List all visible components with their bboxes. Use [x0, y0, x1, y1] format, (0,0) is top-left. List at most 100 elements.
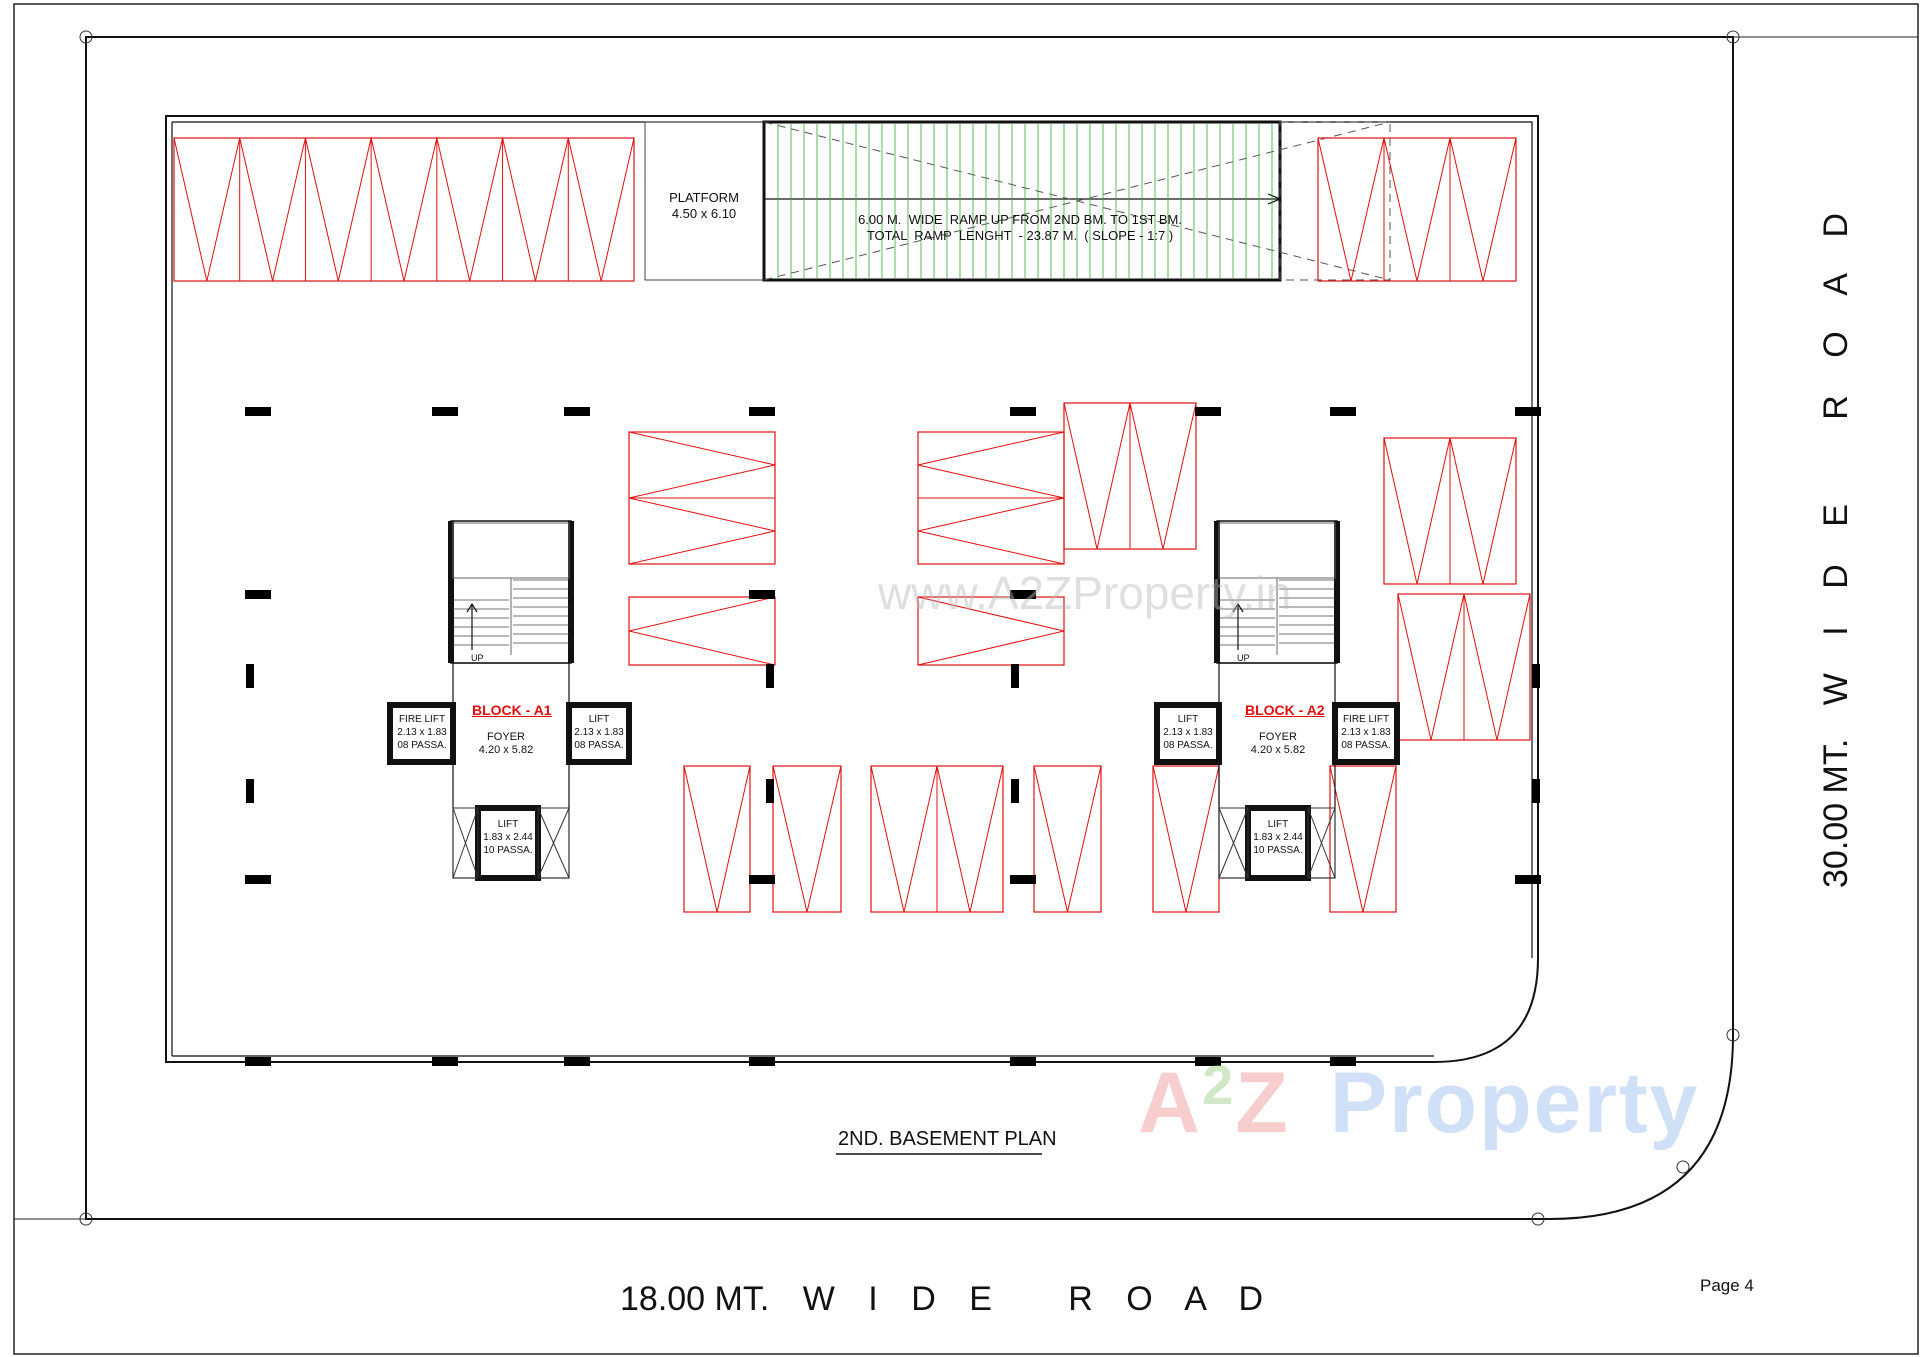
- fire-lift-name: FIRE LIFT: [398, 714, 446, 725]
- column: [1195, 407, 1221, 416]
- block-a2-stair-up: UP: [1237, 653, 1250, 663]
- structural-columns: [245, 407, 1541, 1066]
- survey-point: [1726, 30, 1740, 44]
- parking-bay-mark: [1329, 765, 1397, 913]
- parking-bay-group: [1033, 765, 1102, 913]
- parking-bay-group: [628, 596, 776, 666]
- column: [749, 590, 775, 599]
- lift-name: LIFT: [588, 714, 610, 725]
- lift-capacity: 10 PASSA.: [1253, 845, 1303, 856]
- bottom-road-width: 18.00 MT.: [620, 1280, 770, 1318]
- parking-bay-group: [772, 765, 842, 913]
- parking-bay-mark: [436, 137, 504, 282]
- block-a1-lift-bottom: LIFT 1.83 x 2.44 10 PASSA.: [481, 818, 535, 857]
- block-a1-core: [387, 520, 632, 881]
- parking-bay-mark: [567, 137, 635, 282]
- column: [432, 1057, 458, 1066]
- platform-name: PLATFORM: [669, 190, 739, 205]
- block-a1-foyer: FOYER 4.20 x 5.82: [466, 731, 546, 757]
- parking-bay-mark: [239, 137, 306, 282]
- basement-inner-wall: [172, 121, 1533, 958]
- lift-name: LIFT: [1177, 714, 1199, 725]
- foyer-size: 4.20 x 5.82: [478, 744, 534, 756]
- lift-size: 1.83 x 2.44: [1253, 832, 1303, 843]
- parking-bay-mark: [304, 137, 372, 282]
- parking-bay-mark: [173, 137, 241, 282]
- column: [245, 875, 271, 884]
- parking-bay-mark: [917, 497, 1065, 565]
- parking-bay-mark: [683, 765, 751, 913]
- plot-boundary: [85, 36, 1734, 1220]
- parking-bay-mark: [936, 765, 1004, 913]
- page-number: Page 4: [1700, 1276, 1754, 1295]
- parking-bay-group: [1317, 137, 1517, 282]
- column: [1330, 407, 1356, 416]
- column: [432, 407, 458, 416]
- right-road-width: 30.00 MT.: [1817, 738, 1855, 888]
- column: [749, 875, 775, 884]
- parking-bay-mark: [628, 431, 776, 499]
- block-a2-fire-lift: FIRE LIFT 2.13 x 1.83 08 PASSA.: [1338, 713, 1394, 752]
- parking-bay-mark: [1463, 593, 1531, 741]
- parking-bay-mark: [1152, 765, 1220, 913]
- column: [246, 779, 254, 803]
- parking-bay-mark: [1033, 765, 1102, 913]
- fire-lift-size: 2.13 x 1.83: [397, 727, 447, 738]
- parking-bay-mark: [1063, 402, 1131, 550]
- column: [1515, 875, 1541, 884]
- column: [245, 590, 271, 599]
- survey-point: [1531, 1212, 1545, 1226]
- column: [1010, 1057, 1036, 1066]
- block-a1-fire-lift: FIRE LIFT 2.13 x 1.83 08 PASSA.: [394, 713, 450, 752]
- parking-bay-group: [1152, 765, 1220, 913]
- survey-point: [1676, 1160, 1690, 1174]
- sheet-border: [13, 3, 1919, 1355]
- parking-bay-mark: [628, 596, 776, 666]
- bottom-road-words: W I D E R O A D: [802, 1280, 1276, 1318]
- column: [1532, 664, 1540, 688]
- logo-word: Property: [1329, 1055, 1700, 1151]
- lift-capacity: 08 PASSA.: [574, 740, 624, 751]
- column: [1011, 664, 1019, 688]
- parking-bay-mark: [628, 497, 776, 565]
- column: [1010, 875, 1036, 884]
- bottom-road-label: 18.00 MT. W I D E R O A D: [620, 1280, 1275, 1319]
- block-a2-core: [1154, 520, 1400, 881]
- parking-bay-mark: [1449, 137, 1517, 282]
- parking-bay-group: [173, 137, 635, 282]
- column: [1532, 779, 1540, 803]
- logo-digit: 2: [1202, 1053, 1236, 1116]
- watermark-logo: A2Z Property: [1138, 1052, 1699, 1153]
- right-road-words: W I D E R O A D: [1817, 198, 1855, 706]
- column: [749, 407, 775, 416]
- ramp-treads: [777, 124, 1273, 278]
- block-a2-foyer: FOYER 4.20 x 5.82: [1238, 731, 1318, 757]
- lift-name: LIFT: [497, 819, 519, 830]
- parking-bay-mark: [1397, 593, 1465, 741]
- drawing-title: 2ND. BASEMENT PLAN: [838, 1128, 1057, 1150]
- platform-size: 4.50 x 6.10: [671, 206, 737, 221]
- block-a2-lift-bottom: LIFT 1.83 x 2.44 10 PASSA.: [1251, 818, 1305, 857]
- block-a2-title: BLOCK - A2: [1245, 702, 1325, 718]
- parking-bay-mark: [1383, 437, 1451, 585]
- ramp-label: 6.00 M. WIDE RAMP UP FROM 2ND BM. TO 1ST…: [790, 212, 1250, 244]
- column: [245, 407, 271, 416]
- block-a1-lift-side: LIFT 2.13 x 1.83 08 PASSA.: [572, 713, 626, 752]
- column: [1515, 407, 1541, 416]
- column: [766, 779, 774, 803]
- logo-letter-a: A: [1138, 1055, 1203, 1151]
- logo-letter-z: Z: [1235, 1055, 1290, 1151]
- column: [1330, 1057, 1356, 1066]
- fire-lift-capacity: 08 PASSA.: [1341, 740, 1391, 751]
- basement-outer-wall: [165, 115, 1539, 1063]
- survey-point: [1726, 1028, 1740, 1042]
- foyer-name: FOYER: [1259, 731, 1297, 743]
- parking-bay-mark: [917, 596, 1065, 666]
- column: [1195, 1057, 1221, 1066]
- parking-bay-group: [683, 765, 751, 913]
- fire-lift-capacity: 08 PASSA.: [397, 740, 447, 751]
- column: [1010, 407, 1036, 416]
- column: [564, 407, 590, 416]
- lift-name: LIFT: [1267, 819, 1289, 830]
